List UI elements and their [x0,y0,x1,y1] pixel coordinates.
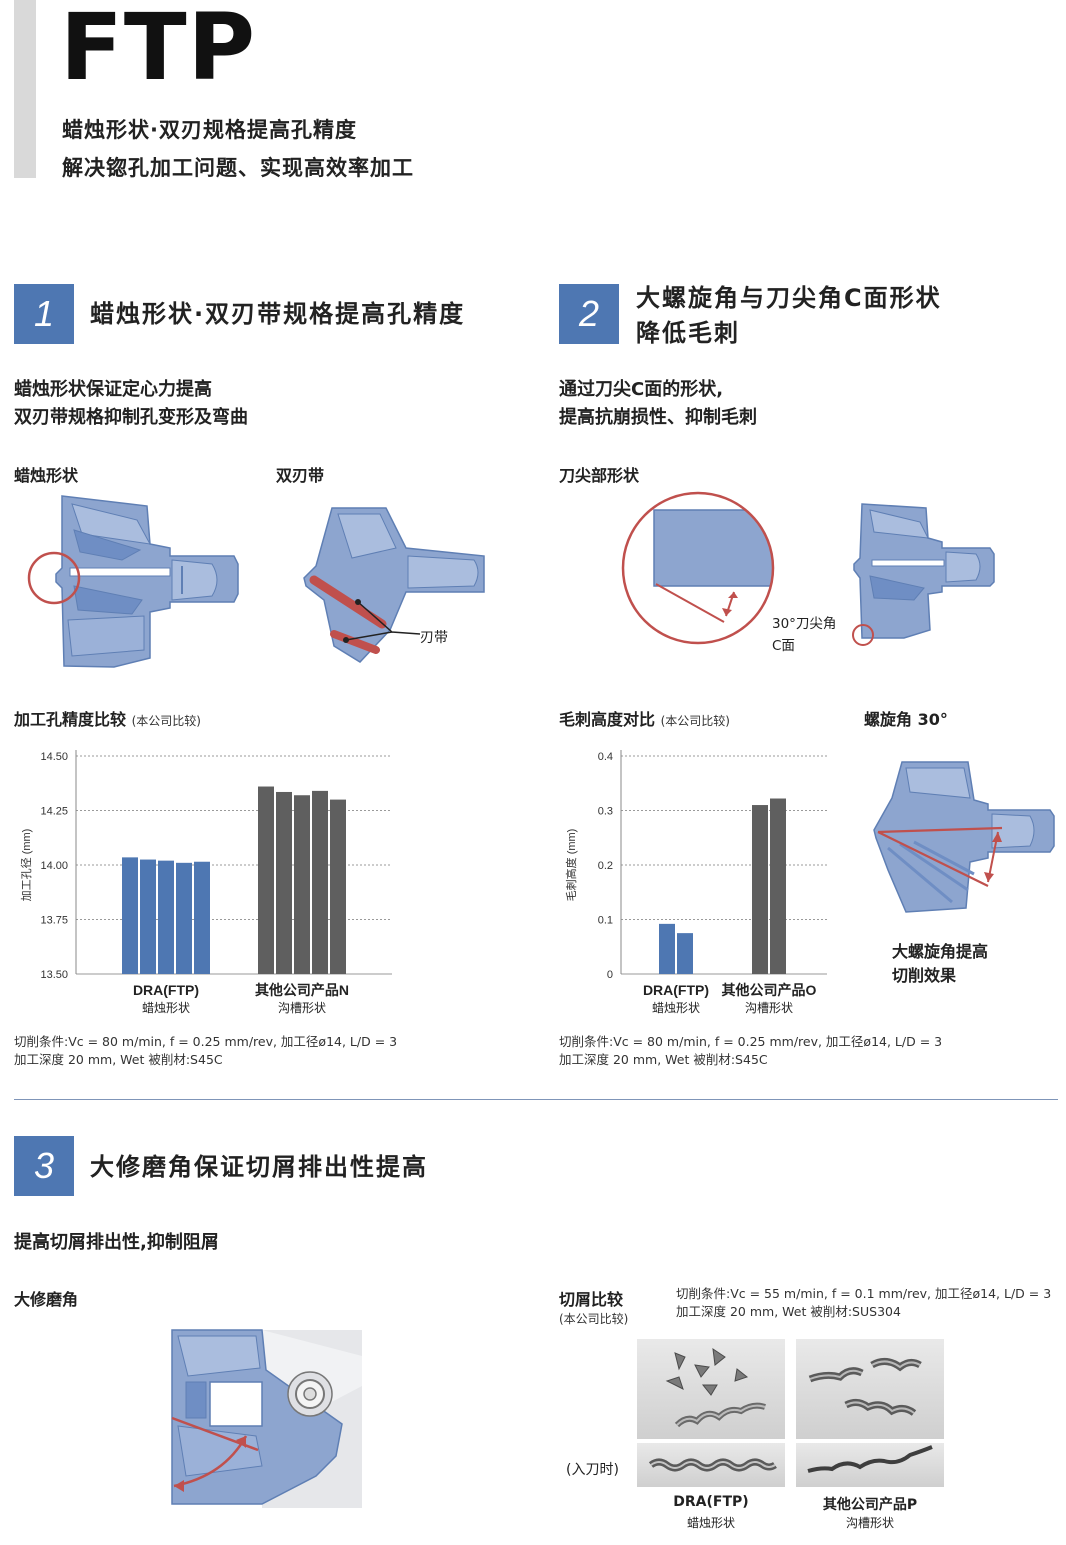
double-margin-illustration [303,507,485,663]
product2-shape: 沟槽形状 [845,1516,894,1530]
bar [258,786,274,974]
y-tick-label: 0.2 [598,860,613,872]
product1-name: DRA(FTP) [673,1494,749,1510]
category-label: DRA(FTP) [643,982,709,998]
section3-number: 3 [14,1136,74,1196]
y-axis-label: 加工孔径 (mm) [20,829,33,902]
bar [158,860,174,974]
chart2-title: 毛刺高度对比 (本公司比较) [559,710,730,729]
bar [752,805,768,974]
bar [276,791,292,974]
y-tick-label: 0.4 [598,751,613,763]
y-tick-label: 14.25 [40,806,68,818]
hole-accuracy-chart: 加工孔径 (mm) 14.50 14.25 14.00 13.75 13.50DRA(FT… [20,750,392,1015]
category-label: DRA(FTP) [133,982,199,998]
section1-lead-line2: 双刃带规格抑制孔变形及弯曲 [14,407,248,428]
category-sublabel: 沟槽形状 [278,1001,326,1015]
chip-cutting-note-line2: 加工深度 20 mm, Wet 被削材:SUS304 [676,1304,901,1319]
section2-title-line2: 降低毛刺 [636,319,740,347]
helix-angle-illustration [873,761,1055,913]
section1-lead-line1: 蜡烛形状保证定心力提高 [14,379,212,400]
category-label: 其他公司产品N [255,982,349,998]
section2-note-line2: 加工深度 20 mm, Wet 被削材:S45C [559,1052,768,1067]
section2-number: 2 [559,284,619,344]
bar [140,859,156,974]
category-label: 其他公司产品O [722,982,817,998]
bar [294,795,310,974]
category-sublabel: 沟槽形状 [745,1001,793,1015]
candle-shape-label: 蜡烛形状 [14,466,79,485]
bar [176,862,192,974]
helix-angle-label: 螺旋角 30° [864,710,948,729]
bar [677,933,693,974]
category-sublabel: 蜡烛形状 [652,1001,700,1015]
header-accent-bar [14,0,36,178]
chip-photo-competitor [796,1339,944,1439]
section1-note-line1: 切削条件:Vc = 80 m/min, f = 0.25 mm/rev, 加工径… [14,1034,398,1049]
page-title: FTP [60,0,257,101]
helix-caption-line2: 切削效果 [892,966,957,985]
bar [312,790,328,974]
y-tick-label: 0.3 [598,806,613,818]
chip-comparison-title: 切屑比较 [559,1290,624,1309]
subtitle-line1: 蜡烛形状·双刃规格提高孔精度 [62,118,357,142]
bar [659,923,675,974]
tip-tool-illustration [852,503,995,646]
thinning-angle-label: 大修磨角 [14,1290,79,1309]
y-tick-label: 13.75 [40,915,68,927]
section2-lead-line1: 通过刀尖C面的形状, [559,379,724,400]
tip-callout-line1: 30°刀尖角 [772,616,837,632]
margin-callout: 刃带 [420,630,448,646]
y-tick-label: 13.50 [40,969,68,981]
tip-shape-label: 刀尖部形状 [559,466,640,485]
bar [122,857,138,974]
chip-comparison-note: (本公司比较) [559,1312,629,1326]
bar [194,861,210,974]
category-sublabel: 蜡烛形状 [142,1001,190,1015]
section-divider [14,1099,1058,1100]
product2-name: 其他公司产品P [822,1497,918,1513]
bar [770,798,786,974]
section1-number: 1 [14,284,74,344]
section1-note-line2: 加工深度 20 mm, Wet 被削材:S45C [14,1052,223,1067]
entry-label: (入刀时) [566,1462,619,1478]
section3-title: 大修磨角保证切屑排出性提高 [90,1153,428,1181]
highlight-circle [27,551,81,605]
product1-shape: 蜡烛形状 [686,1516,735,1530]
candle-shape-illustration [27,495,239,668]
section1-title: 蜡烛形状·双刃带规格提高孔精度 [90,300,466,328]
y-tick-label: 0.1 [598,915,613,927]
subtitle-line2: 解决锪孔加工问题、实现高效率加工 [62,156,414,180]
section2-lead-line2: 提高抗崩损性、抑制毛刺 [559,407,757,428]
y-axis-label: 毛刺高度 (mm) [564,829,578,902]
tip-zoom-illustration [621,491,775,645]
y-tick-label: 14.50 [40,751,68,763]
entry-chip-photo-competitor [796,1443,944,1487]
section3-lead: 提高切屑排出性,抑制阻屑 [14,1232,219,1253]
thinning-angle-illustration [171,1329,362,1508]
chart1-title: 加工孔精度比较 (本公司比较) [14,710,201,729]
tip-callout-line2: C面 [772,638,795,654]
entry-chip-photo-ftp [637,1443,785,1487]
double-margin-label: 双刃带 [276,466,325,485]
section2-title-line1: 大螺旋角与刀尖角C面形状 [636,284,942,312]
chip-photo-ftp [637,1339,785,1439]
y-tick-label: 14.00 [40,860,68,872]
y-tick-label: 0 [607,969,613,981]
bar [330,799,346,974]
chip-cutting-note-line1: 切削条件:Vc = 55 m/min, f = 0.1 mm/rev, 加工径ø… [676,1286,1052,1301]
section2-note-line1: 切削条件:Vc = 80 m/min, f = 0.25 mm/rev, 加工径… [559,1034,943,1049]
helix-caption-line1: 大螺旋角提高 [892,942,989,961]
